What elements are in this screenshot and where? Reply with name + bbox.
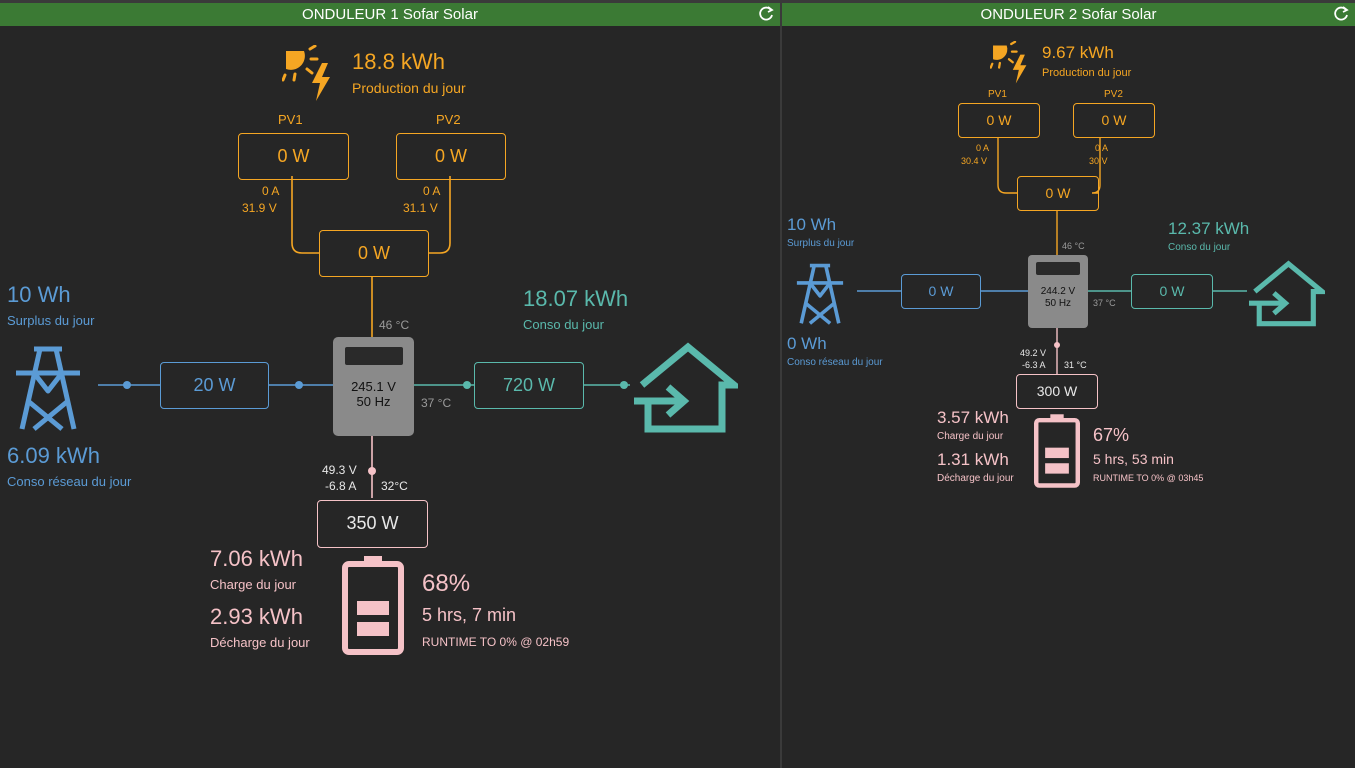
battery-temp: 32°C bbox=[381, 479, 408, 493]
refresh-icon[interactable] bbox=[1333, 6, 1349, 22]
pv2-voltage: 31.1 V bbox=[403, 201, 438, 215]
production-value: 9.67 kWh bbox=[1042, 43, 1114, 62]
battery-soc: 67% bbox=[1093, 425, 1130, 445]
pv1-label: PV1 bbox=[988, 89, 1007, 100]
grid-power-box[interactable]: 20 W bbox=[160, 362, 269, 409]
refresh-icon[interactable] bbox=[758, 6, 774, 22]
inverter-temp-ac: 37 °C bbox=[1093, 298, 1116, 308]
card-title-bar: ONDULEUR 2 Sofar Solar bbox=[782, 3, 1355, 26]
inverter-voltage: 245.1 V bbox=[351, 379, 396, 394]
home-import-icon bbox=[1249, 260, 1325, 327]
grid-surplus-label: Surplus du jour bbox=[7, 313, 95, 328]
battery-temp: 31 °C bbox=[1064, 360, 1087, 370]
pv1-label: PV1 bbox=[278, 112, 303, 127]
battery-runtime: 5 hrs, 53 min bbox=[1093, 451, 1174, 467]
inverter-display bbox=[345, 347, 403, 365]
grid-surplus-value: 10 Wh bbox=[787, 215, 837, 234]
inverter-temp-ac: 37 °C bbox=[421, 396, 452, 410]
home-consumption-label: Conso du jour bbox=[1168, 242, 1231, 253]
pv1-current: 0 A bbox=[262, 184, 280, 198]
pv2-current: 0 A bbox=[1095, 143, 1109, 153]
production-label: Production du jour bbox=[352, 80, 466, 96]
power-tower-icon bbox=[16, 346, 80, 431]
pv1-voltage: 30.4 V bbox=[961, 156, 988, 166]
card-title: ONDULEUR 2 Sofar Solar bbox=[980, 6, 1157, 23]
inverter-frequency: 50 Hz bbox=[1044, 298, 1072, 309]
pv1-current: 0 A bbox=[976, 143, 990, 153]
pv2-label: PV2 bbox=[436, 112, 461, 127]
battery-power-box[interactable]: 300 W bbox=[1016, 374, 1098, 409]
power-flow-lines bbox=[857, 138, 1247, 374]
pv2-power-box[interactable]: 0 W bbox=[396, 133, 506, 180]
inverter-temp-dc: 46 °C bbox=[1062, 241, 1085, 251]
home-consumption-value: 18.07 kWh bbox=[523, 286, 629, 311]
home-power-box[interactable]: 0 W bbox=[1131, 274, 1213, 309]
battery-discharge-label: Décharge du jour bbox=[210, 635, 310, 650]
battery-voltage: 49.3 V bbox=[322, 463, 357, 477]
inverter-icon[interactable]: 244.2 V 50 Hz bbox=[1028, 255, 1088, 328]
battery-runtime-label: RUNTIME TO 0% @ 03h45 bbox=[1093, 473, 1204, 483]
card-title: ONDULEUR 1 Sofar Solar bbox=[302, 6, 478, 23]
battery-discharge-value: 1.31 kWh bbox=[937, 450, 1009, 469]
home-import-icon bbox=[634, 342, 738, 433]
inverter-1-card: ONDULEUR 1 Sofar Solar bbox=[0, 3, 780, 768]
battery-charge-value: 3.57 kWh bbox=[937, 408, 1009, 427]
home-power-box[interactable]: 720 W bbox=[474, 362, 584, 409]
battery-runtime: 5 hrs, 7 min bbox=[422, 605, 517, 625]
inverter-2-card: ONDULEUR 2 Sofar Solar bbox=[782, 3, 1355, 768]
solar-sun-bolt-icon bbox=[990, 41, 1027, 84]
grid-import-label: Conso réseau du jour bbox=[7, 474, 132, 489]
battery-charge-label: Charge du jour bbox=[210, 577, 296, 592]
power-flow-lines bbox=[98, 176, 630, 498]
pv2-label: PV2 bbox=[1104, 89, 1123, 100]
pv2-voltage: 30 V bbox=[1089, 156, 1108, 166]
production-label: Production du jour bbox=[1042, 67, 1132, 79]
battery-discharge-label: Décharge du jour bbox=[937, 473, 1014, 484]
home-consumption-value: 12.37 kWh bbox=[1168, 219, 1250, 238]
grid-surplus-value: 10 Wh bbox=[7, 282, 71, 307]
battery-current: -6.8 A bbox=[325, 479, 357, 493]
pv1-power-box[interactable]: 0 W bbox=[958, 103, 1040, 138]
inverter-display bbox=[1036, 262, 1080, 275]
inverter-icon[interactable]: 245.1 V 50 Hz bbox=[333, 337, 414, 436]
pv1-power-box[interactable]: 0 W bbox=[238, 133, 349, 180]
home-consumption-label: Conso du jour bbox=[523, 317, 604, 332]
battery-charge-value: 7.06 kWh bbox=[210, 546, 303, 571]
inverter-temp-dc: 46 °C bbox=[379, 318, 410, 332]
pv-total-power-box[interactable]: 0 W bbox=[319, 230, 429, 277]
grid-import-label: Conso réseau du jour bbox=[787, 357, 883, 368]
grid-import-value: 0 Wh bbox=[787, 334, 827, 353]
battery-runtime-label: RUNTIME TO 0% @ 02h59 bbox=[422, 635, 570, 649]
pv2-current: 0 A bbox=[423, 184, 441, 198]
pv-total-power-box[interactable]: 0 W bbox=[1017, 176, 1099, 211]
battery-discharge-value: 2.93 kWh bbox=[210, 604, 303, 629]
inverter-voltage: 244.2 V bbox=[1040, 286, 1076, 297]
battery-charge-label: Charge du jour bbox=[937, 431, 1004, 442]
battery-soc: 68% bbox=[422, 570, 471, 597]
battery-power-box[interactable]: 350 W bbox=[317, 500, 428, 548]
power-tower-icon bbox=[796, 263, 844, 325]
battery-icon bbox=[1034, 414, 1080, 488]
battery-current: -6.3 A bbox=[1022, 360, 1046, 370]
battery-icon bbox=[342, 556, 404, 655]
card-title-bar: ONDULEUR 1 Sofar Solar bbox=[0, 3, 780, 26]
grid-import-value: 6.09 kWh bbox=[7, 443, 100, 468]
grid-surplus-label: Surplus du jour bbox=[787, 238, 855, 249]
production-value: 18.8 kWh bbox=[352, 49, 445, 74]
solar-sun-bolt-icon bbox=[282, 45, 330, 101]
inverter-frequency: 50 Hz bbox=[356, 394, 391, 409]
battery-voltage: 49.2 V bbox=[1020, 348, 1047, 358]
grid-power-box[interactable]: 0 W bbox=[901, 274, 981, 309]
pv2-power-box[interactable]: 0 W bbox=[1073, 103, 1155, 138]
pv1-voltage: 31.9 V bbox=[242, 201, 277, 215]
